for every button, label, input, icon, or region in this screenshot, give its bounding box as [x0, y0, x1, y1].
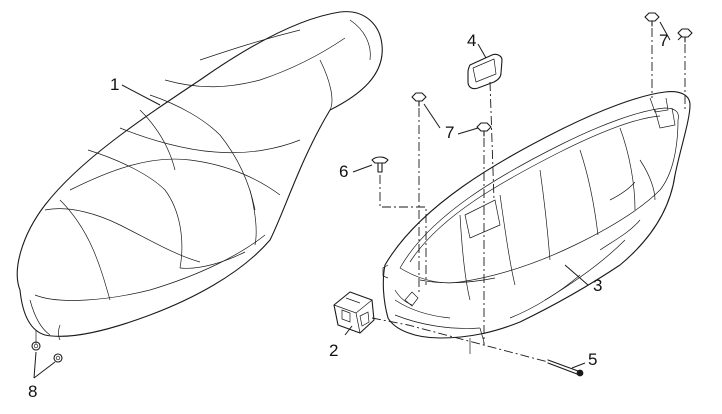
seat-part-1	[16, 11, 383, 344]
clip-part-6	[371, 156, 389, 173]
callout-labels: 1 2 3 4 5 6 7 7 8	[28, 31, 668, 401]
assembly-lines	[371, 28, 686, 363]
callout-3: 3	[593, 276, 602, 295]
callout-1: 1	[110, 75, 119, 94]
leader-lines	[33, 21, 683, 379]
callout-5: 5	[588, 350, 597, 369]
bumper-part-8	[31, 341, 63, 363]
callout-8: 8	[28, 382, 37, 401]
bolt-mid	[476, 122, 492, 137]
callout-4: 4	[467, 31, 476, 50]
bolts-part-7	[411, 12, 693, 137]
bolt-top-right-2	[677, 28, 693, 43]
lens-part-4	[467, 53, 503, 90]
bolt-top-right-1	[644, 12, 660, 27]
helmet-box-part-3	[382, 91, 691, 354]
latch-part-2	[333, 291, 375, 334]
bolt-top-left	[411, 92, 427, 107]
callout-6: 6	[339, 162, 348, 181]
callout-2: 2	[329, 341, 338, 360]
callout-7-left: 7	[445, 123, 454, 142]
screw-part-5	[547, 359, 584, 377]
callout-7-right: 7	[659, 31, 668, 50]
